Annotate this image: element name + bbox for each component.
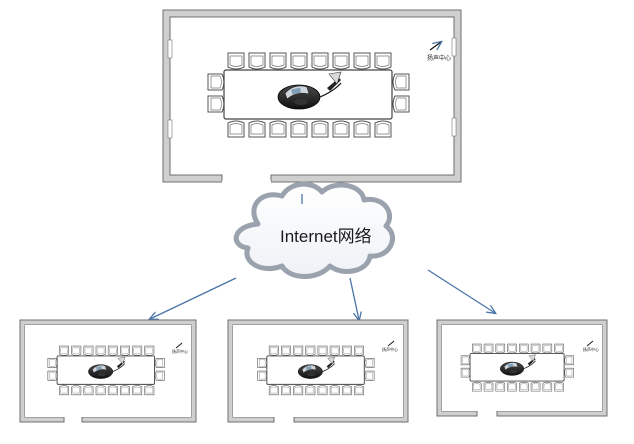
room-label: 扬声中心 [583, 346, 599, 352]
network-label: Internet网络 [280, 227, 372, 246]
room-label: 扬声中心 [172, 348, 188, 354]
connections [150, 194, 495, 320]
link-cloud-to-room-3 [427, 269, 495, 313]
room-label: 扬声中心 [382, 346, 398, 352]
link-cloud-to-room-1 [150, 277, 237, 319]
link-cloud-to-room-2 [349, 277, 359, 320]
internet-cloud: Internet网络 [233, 181, 395, 279]
remote-room-3: 扬声中心 [436, 319, 608, 417]
main-conference-room: 扬声中心 [162, 9, 462, 184]
remote-room-1: 扬声中心 [19, 319, 197, 423]
remote-room-2: 扬声中心 [227, 319, 409, 423]
room-label: 扬声中心 [427, 54, 451, 62]
